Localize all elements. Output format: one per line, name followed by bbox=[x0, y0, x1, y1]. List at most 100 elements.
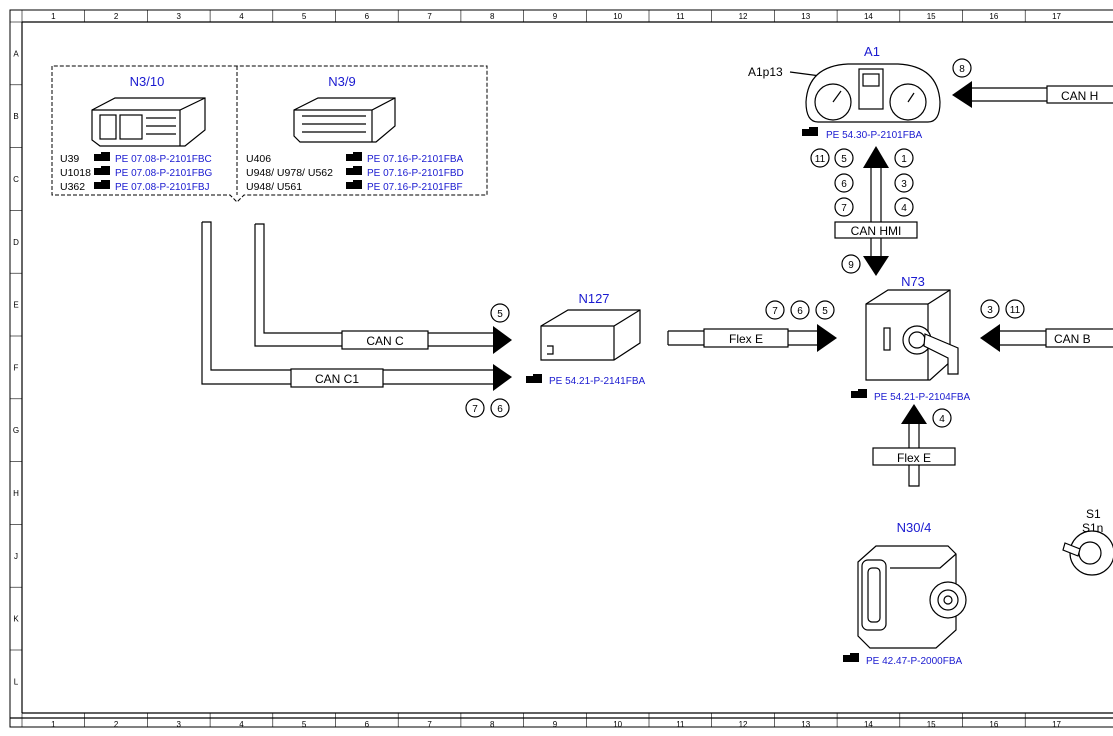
n3-9-ref-1[interactable]: PE 07.16-P-2101FBD bbox=[367, 168, 464, 179]
marker-circle: 6 bbox=[790, 300, 810, 320]
a1-instrument-cluster: A1 A1p13 PE 54.30-P-2101FBA bbox=[748, 44, 941, 141]
svg-text:4: 4 bbox=[939, 414, 945, 425]
grid-column-label: 1 bbox=[51, 720, 56, 729]
marker-circle: 7 bbox=[834, 197, 854, 217]
marker-circle: 7 bbox=[465, 398, 485, 418]
reference-hand-icon bbox=[94, 180, 110, 189]
n3-9-code-2: U948/ U561 bbox=[246, 181, 302, 193]
n3-10-ref-2[interactable]: PE 07.08-P-2101FBJ bbox=[115, 182, 210, 193]
can-h-bus: CAN H 8 bbox=[952, 58, 1113, 108]
grid-column-label: 9 bbox=[553, 720, 558, 729]
marker-circle: 4 bbox=[894, 197, 914, 217]
grid-column-label: 7 bbox=[427, 720, 432, 729]
grid-row-label: A bbox=[13, 49, 19, 58]
can-c1-bus: CAN C1 7 6 bbox=[201, 221, 512, 418]
marker-circle: 3 bbox=[894, 173, 914, 193]
grid-column-label: 3 bbox=[177, 720, 182, 729]
svg-text:7: 7 bbox=[772, 306, 778, 317]
grid-column-label: 17 bbox=[1052, 12, 1061, 21]
svg-text:4: 4 bbox=[901, 203, 907, 214]
grid-row-label: G bbox=[13, 426, 19, 435]
grid-column-label: 7 bbox=[427, 12, 432, 21]
svg-text:6: 6 bbox=[497, 404, 503, 415]
grid-column-label: 5 bbox=[302, 12, 307, 21]
s1-label: S1 bbox=[1086, 507, 1101, 521]
marker-circle: 1 bbox=[894, 148, 914, 168]
n73-ref[interactable]: PE 54.21-P-2104FBA bbox=[874, 392, 970, 403]
arrow-left-icon bbox=[980, 324, 1000, 352]
n3-9-ref-2[interactable]: PE 07.16-P-2101FBF bbox=[367, 182, 463, 193]
n3-9-code-0: U406 bbox=[246, 153, 271, 165]
grid-column-label: 8 bbox=[490, 12, 495, 21]
grid-column-label: 2 bbox=[114, 12, 119, 21]
flex-e-top-label: Flex E bbox=[729, 332, 763, 346]
arrow-right-icon bbox=[493, 364, 512, 391]
flex-e-bus-top: Flex E 7 6 5 bbox=[667, 300, 837, 352]
n3-10-ref-1[interactable]: PE 07.08-P-2101FBG bbox=[115, 168, 212, 179]
reference-hand-icon bbox=[843, 653, 859, 662]
marker-circle: 6 bbox=[834, 173, 854, 193]
grid-column-label: 2 bbox=[114, 720, 119, 729]
svg-text:1: 1 bbox=[901, 154, 907, 165]
svg-text:3: 3 bbox=[901, 179, 907, 190]
svg-text:7: 7 bbox=[841, 203, 847, 214]
arrow-right-icon bbox=[817, 324, 837, 352]
can-b-bus: CAN B 3 11 bbox=[980, 299, 1113, 352]
arrow-up-icon bbox=[863, 146, 889, 168]
grid-column-label: 15 bbox=[927, 12, 936, 21]
can-c1-label: CAN C1 bbox=[315, 372, 359, 386]
grid-row-label: K bbox=[13, 615, 19, 624]
grid-column-label: 6 bbox=[365, 12, 370, 21]
marker-circle: 11 bbox=[810, 148, 830, 168]
marker-circle: 8 bbox=[952, 58, 972, 78]
grid-row-label: C bbox=[13, 175, 19, 184]
reference-hand-icon bbox=[94, 152, 110, 161]
grid-column-label: 11 bbox=[676, 720, 685, 729]
n3-10-ref-0[interactable]: PE 07.08-P-2101FBC bbox=[115, 154, 212, 165]
instrument-cluster-icon bbox=[805, 63, 941, 123]
grid-row-label: B bbox=[13, 112, 18, 121]
light-switch-icon bbox=[1062, 530, 1113, 576]
marker-circle: 5 bbox=[815, 300, 835, 320]
marker-circle: 7 bbox=[765, 300, 785, 320]
svg-text:7: 7 bbox=[472, 404, 478, 415]
n3-9-ref-0[interactable]: PE 07.16-P-2101FBA bbox=[367, 154, 463, 165]
can-h-label: CAN H bbox=[1061, 89, 1098, 103]
grid-column-label: 12 bbox=[739, 720, 748, 729]
grid-column-label: 17 bbox=[1052, 720, 1061, 729]
n127-ref[interactable]: PE 54.21-P-2141FBA bbox=[549, 376, 645, 387]
n127-label: N127 bbox=[578, 291, 609, 306]
marker-circle: 4 bbox=[932, 408, 952, 428]
n3-10-ecu-icon bbox=[91, 97, 206, 147]
grid-column-label: 3 bbox=[177, 12, 182, 21]
grid-column-label: 16 bbox=[989, 720, 998, 729]
n73-label: N73 bbox=[901, 274, 925, 289]
grid-column-label: 1 bbox=[51, 12, 56, 21]
svg-text:5: 5 bbox=[822, 306, 828, 317]
can-hmi-bus: CAN HMI 11 5 6 7 1 3 4 9 bbox=[810, 146, 918, 276]
grid-row-label: H bbox=[13, 489, 19, 498]
grid-column-label: 14 bbox=[864, 12, 873, 21]
arrow-down-icon bbox=[863, 256, 889, 276]
marker-circle: 9 bbox=[841, 254, 861, 274]
a1-ref[interactable]: PE 54.30-P-2101FBA bbox=[826, 130, 922, 141]
reference-hand-icon bbox=[526, 374, 542, 383]
n30-4-module: N30/4 PE 42.47-P-2000FBA bbox=[843, 520, 967, 667]
grid-column-label: 11 bbox=[676, 12, 685, 21]
arrow-up-icon bbox=[901, 404, 927, 424]
can-hmi-label: CAN HMI bbox=[851, 224, 902, 238]
n3-10-code-1: U1018 bbox=[60, 167, 91, 179]
grid-column-label: 10 bbox=[613, 720, 622, 729]
s1-switch: S1 S1n bbox=[1062, 507, 1113, 576]
grid-column-label: 16 bbox=[989, 12, 998, 21]
reference-hand-icon bbox=[802, 127, 818, 136]
n73-module: N73 PE 54.21-P-2104FBA bbox=[851, 274, 970, 403]
n30-4-ref[interactable]: PE 42.47-P-2000FBA bbox=[866, 656, 962, 667]
marker-circle: 5 bbox=[834, 148, 854, 168]
grid-column-label: 6 bbox=[365, 720, 370, 729]
n30-4-label: N30/4 bbox=[897, 520, 932, 535]
grid-column-label: 13 bbox=[801, 12, 810, 21]
svg-text:5: 5 bbox=[841, 154, 847, 165]
